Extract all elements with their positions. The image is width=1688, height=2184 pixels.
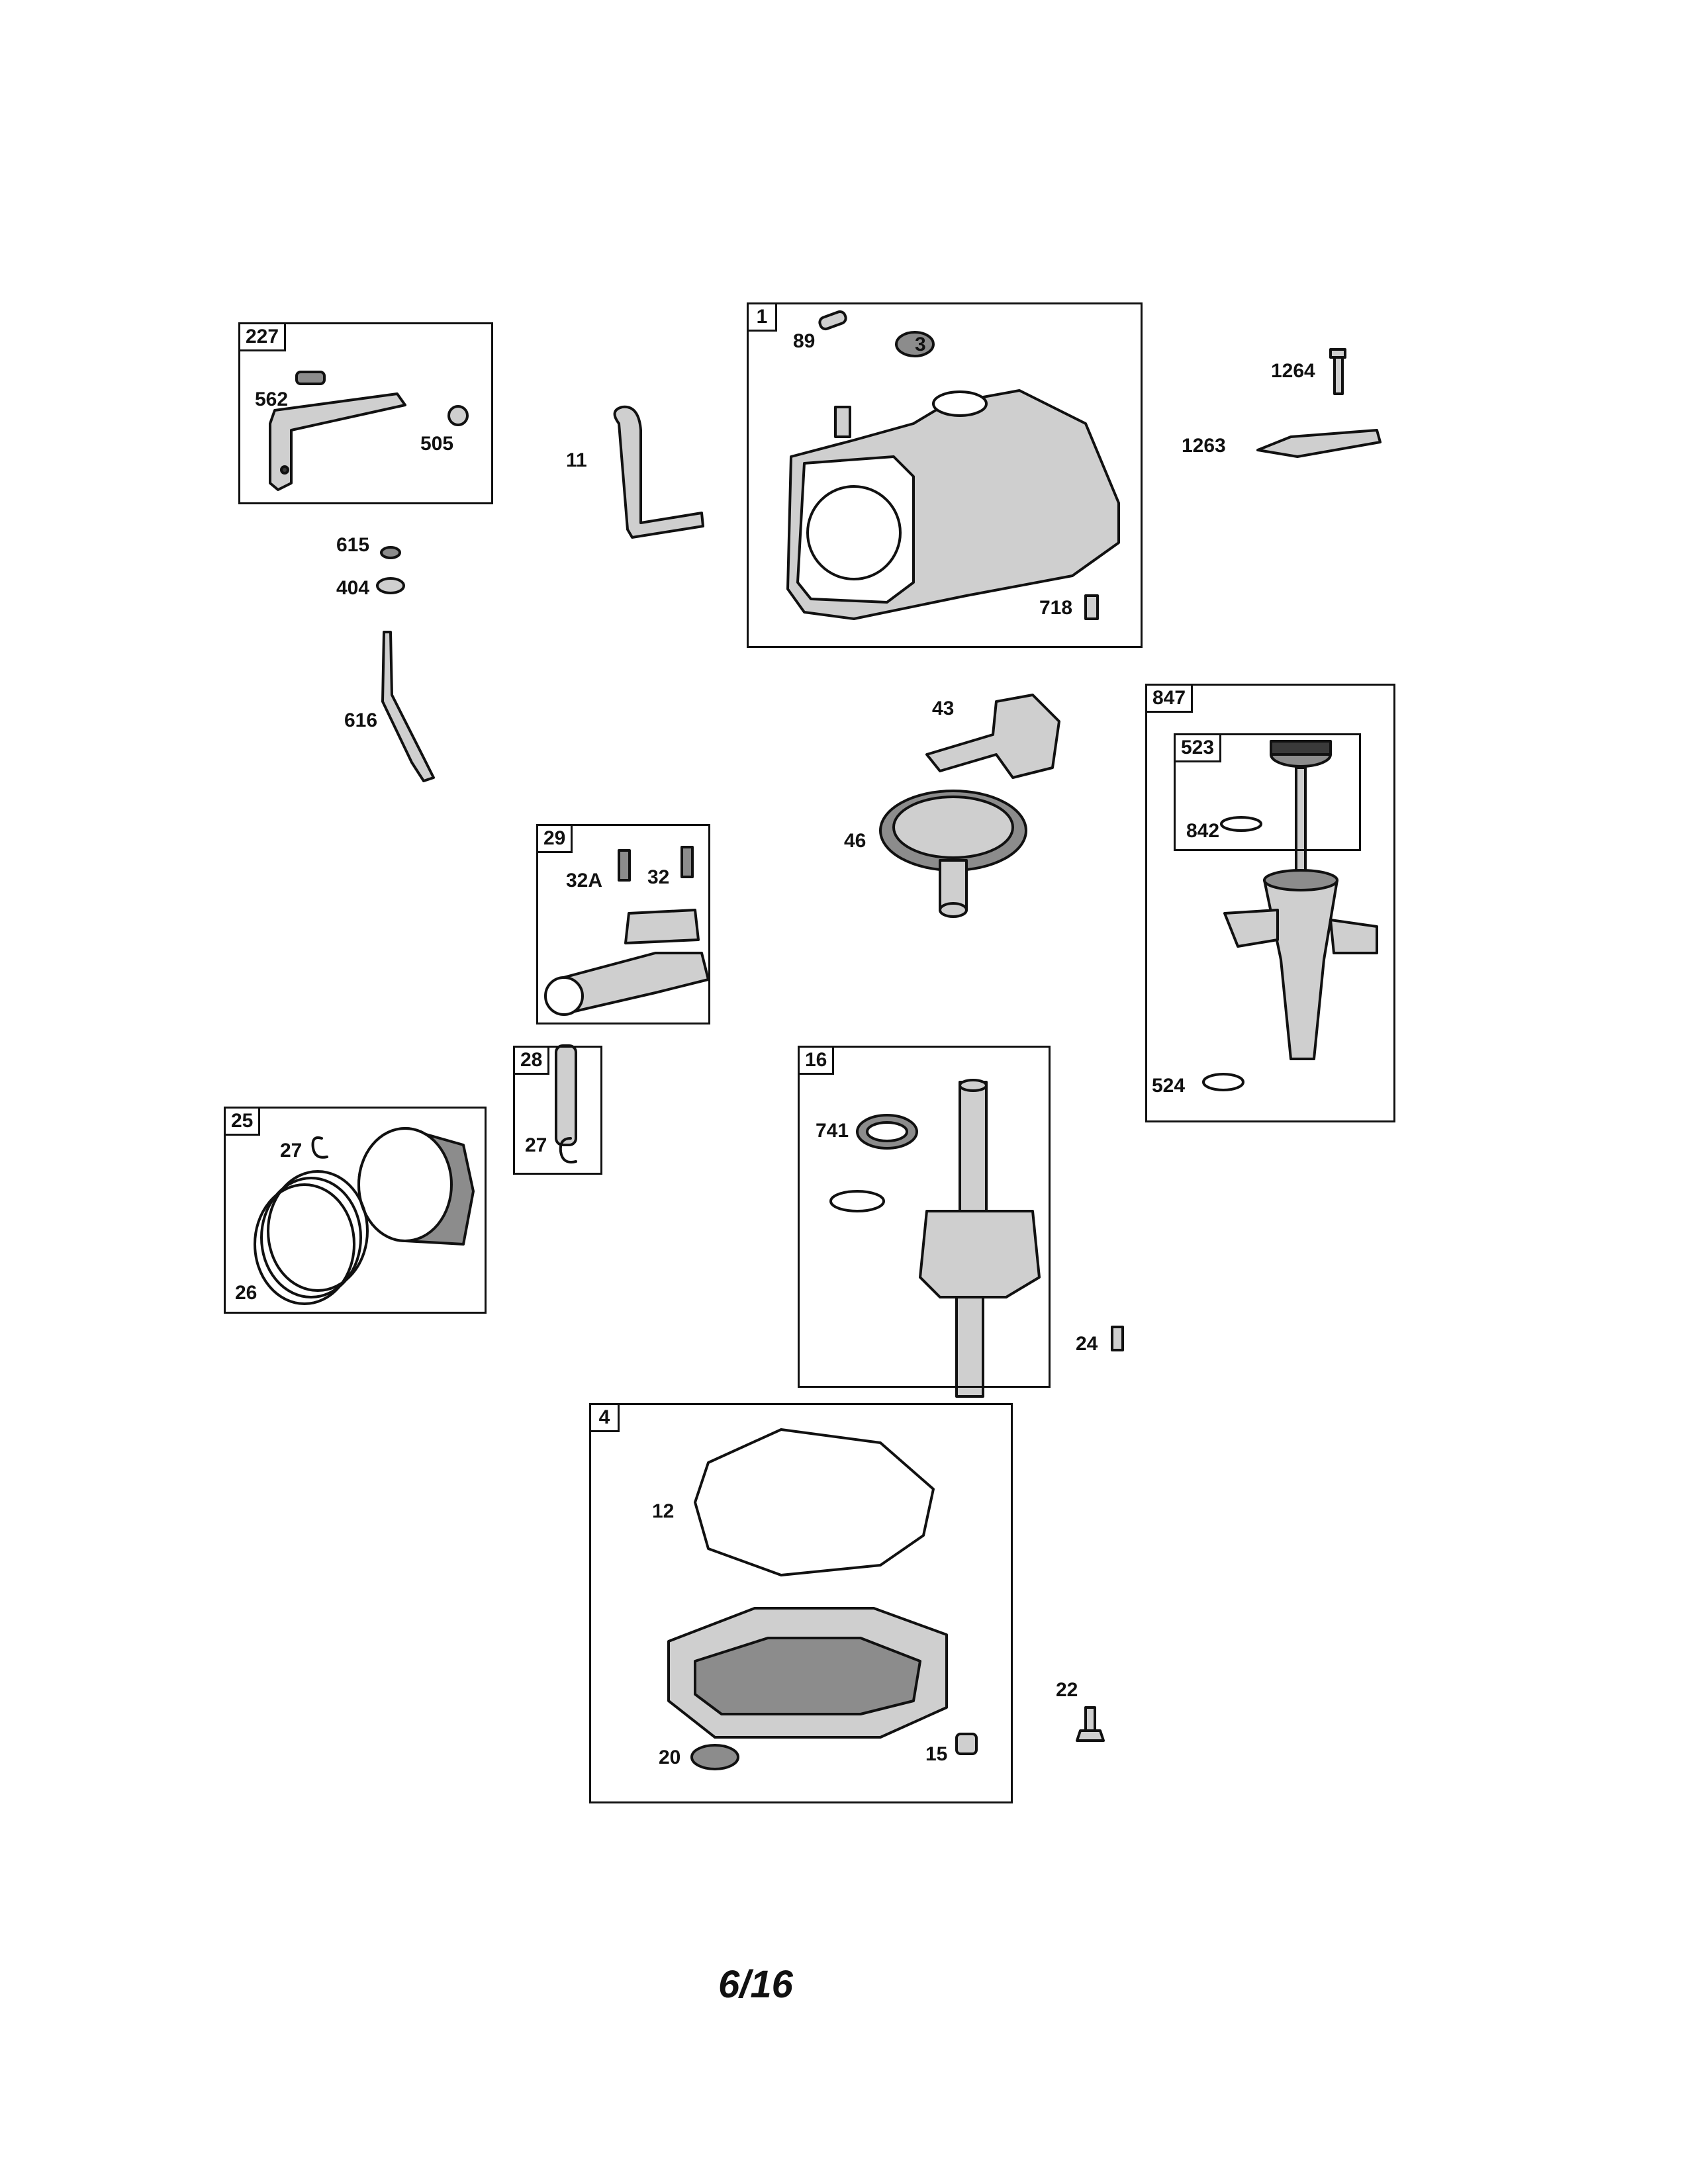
group-523-box: 523 bbox=[1174, 733, 1361, 851]
part-label-24: 24 bbox=[1076, 1333, 1098, 1355]
cylinder-block-part bbox=[786, 310, 1120, 620]
breather-tube-part bbox=[613, 405, 704, 539]
group-847-box: 847 bbox=[1145, 684, 1395, 1122]
group-29-box: 29 bbox=[536, 824, 710, 1024]
piston-part bbox=[254, 1127, 475, 1305]
clip-27b bbox=[559, 1137, 577, 1163]
group-28-box: 28 bbox=[513, 1046, 602, 1175]
part-label-616: 616 bbox=[344, 709, 378, 731]
washer-404 bbox=[376, 577, 405, 594]
part-label-32: 32 bbox=[647, 866, 670, 888]
part-label-1263: 1263 bbox=[1182, 435, 1226, 457]
part-label-524: 524 bbox=[1152, 1075, 1186, 1097]
governor-lever-part bbox=[269, 371, 469, 491]
group-25-tag: 25 bbox=[224, 1107, 261, 1136]
part-label-26: 26 bbox=[235, 1282, 258, 1304]
sump-cover-part bbox=[667, 1428, 1105, 1770]
group-16-box: 16 bbox=[798, 1046, 1051, 1388]
part-label-32A: 32A bbox=[566, 870, 603, 891]
part-label-20: 20 bbox=[659, 1747, 681, 1768]
part-label-22: 22 bbox=[1056, 1679, 1078, 1701]
plate-1263 bbox=[1256, 429, 1382, 458]
crankshaft-part bbox=[829, 1079, 1124, 1398]
bolt-1264 bbox=[1329, 348, 1346, 395]
group-29-tag: 29 bbox=[536, 824, 573, 853]
group-25-box: 25 bbox=[224, 1107, 487, 1314]
part-label-43: 43 bbox=[932, 698, 955, 719]
washer-615 bbox=[380, 546, 401, 559]
group-227-tag: 227 bbox=[238, 322, 287, 351]
governor-bracket-part bbox=[925, 694, 1060, 779]
group-4-box: 4 bbox=[589, 1403, 1013, 1803]
part-label-1264: 1264 bbox=[1271, 360, 1315, 382]
group-28-tag: 28 bbox=[513, 1046, 550, 1075]
group-227-box: 227 bbox=[238, 322, 493, 504]
dipstick-tube-part bbox=[1202, 740, 1378, 1091]
part-label-27-piston: 27 bbox=[280, 1140, 303, 1161]
part-label-505: 505 bbox=[420, 433, 454, 455]
part-label-562: 562 bbox=[255, 388, 289, 410]
part-label-46: 46 bbox=[844, 830, 867, 852]
connecting-rod-part bbox=[544, 846, 710, 1016]
part-label-842: 842 bbox=[1186, 820, 1220, 842]
part-label-11: 11 bbox=[566, 449, 587, 471]
part-label-718: 718 bbox=[1039, 597, 1073, 619]
group-847-tag: 847 bbox=[1145, 684, 1194, 713]
part-label-12: 12 bbox=[652, 1500, 675, 1522]
cam-gear-part bbox=[879, 790, 1027, 918]
page-number: 6/16 bbox=[718, 1963, 793, 2006]
part-label-27-pin: 27 bbox=[525, 1134, 547, 1156]
part-label-15: 15 bbox=[925, 1743, 948, 1765]
part-label-89: 89 bbox=[793, 330, 816, 352]
part-label-615: 615 bbox=[336, 534, 370, 556]
group-1-tag: 1 bbox=[747, 302, 777, 332]
part-label-3: 3 bbox=[915, 334, 926, 355]
governor-shaft-part bbox=[381, 631, 435, 782]
group-523-tag: 523 bbox=[1174, 733, 1222, 762]
group-1-box: 1 bbox=[747, 302, 1143, 648]
group-4-tag: 4 bbox=[589, 1403, 620, 1432]
part-label-741: 741 bbox=[816, 1120, 849, 1142]
group-16-tag: 16 bbox=[798, 1046, 835, 1075]
part-label-404: 404 bbox=[336, 577, 370, 599]
